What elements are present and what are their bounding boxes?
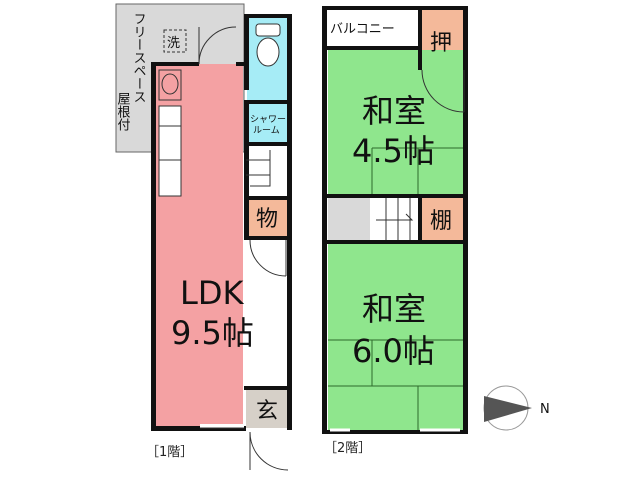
floor-1-walls xyxy=(151,14,292,431)
ldk-name-label: LDK xyxy=(180,274,244,312)
tatami-room-a xyxy=(328,50,464,194)
closet-label: 押 xyxy=(430,31,452,56)
entrance-area xyxy=(246,390,290,428)
tatami-room-b-size: 6.0帖 xyxy=(352,332,435,370)
tatami-room-b-name: 和室 xyxy=(362,290,426,328)
shelf-label: 棚 xyxy=(430,209,452,234)
tatami-mat-lines xyxy=(328,147,464,432)
balcony-area xyxy=(326,10,418,48)
compass: N xyxy=(483,385,550,431)
floor-1-label: ［1階］ xyxy=(146,445,193,460)
free-space-label: フリースペース xyxy=(131,12,147,103)
laundry-label: 洗 xyxy=(167,36,180,51)
roofed-label: 屋根付 xyxy=(115,92,131,131)
tatami-room-b xyxy=(328,244,464,432)
floor-2-walls xyxy=(322,6,468,434)
ldk-size-label: 9.5帖 xyxy=(171,314,254,352)
floor-1: 洗 フリースペース 屋根付 シャワー ルーム 物 LDK 9.5帖 玄 ［1階］ xyxy=(115,3,292,471)
hallway-2f xyxy=(328,198,370,240)
floor-2-fixtures xyxy=(330,69,465,432)
tatami-room-a-name: 和室 xyxy=(362,92,426,130)
compass-north-label: N xyxy=(540,402,550,417)
compass-arrow-icon xyxy=(484,396,532,422)
floor-2-label: ［2階］ xyxy=(324,441,371,456)
storage-label: 物 xyxy=(256,207,278,232)
storage-room xyxy=(247,200,289,236)
floor-1-fixtures xyxy=(158,23,289,471)
balcony-label: バルコニー xyxy=(330,22,395,37)
floor-2: バルコニー 押 和室 4.5帖 棚 和室 6.0帖 ［2階］ xyxy=(322,6,468,456)
shower-room xyxy=(247,104,289,144)
stair-area-1f xyxy=(247,146,289,196)
shelf-room xyxy=(420,198,464,240)
shower-label-line1: シャワー xyxy=(250,115,286,125)
entrance-label: 玄 xyxy=(256,399,278,424)
tatami-room-a-size: 4.5帖 xyxy=(352,132,435,170)
shower-label-line2: ルーム xyxy=(253,125,280,136)
stair-area-2f xyxy=(372,198,420,240)
